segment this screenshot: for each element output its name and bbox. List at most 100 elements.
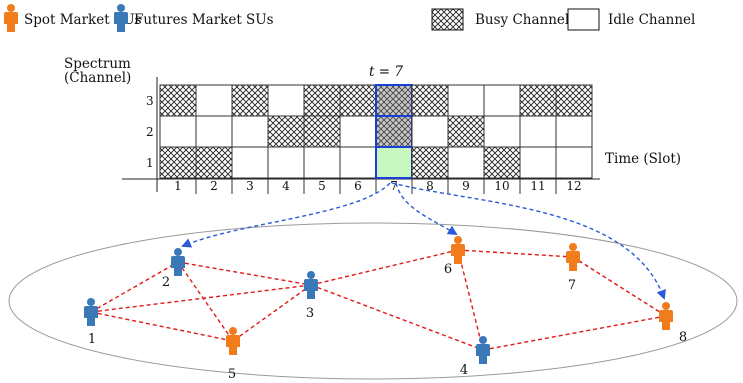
node-label-7: 7 <box>568 278 576 293</box>
cell-ch2-slot5 <box>303 115 341 148</box>
cell-ch2-slot10 <box>483 115 521 148</box>
legend-idle-label: Idle Channel <box>608 12 695 28</box>
slot-tick-1: 1 <box>174 179 182 193</box>
cell-ch3-slot5 <box>303 84 341 117</box>
legend-busy-label: Busy Channel <box>475 12 569 28</box>
node-label-5: 5 <box>228 367 236 382</box>
slot-tick-2: 2 <box>210 179 218 193</box>
slot-tick-10: 10 <box>494 179 509 193</box>
allocation-arrow-to-8 <box>391 182 666 300</box>
spot-su-icon-5 <box>226 327 240 355</box>
cell-ch3-slot12 <box>555 84 593 117</box>
channel-slot-grid <box>159 84 593 179</box>
slot-tick-4: 4 <box>282 179 290 193</box>
link-3-5 <box>232 284 312 342</box>
cell-ch3-slot8 <box>411 84 449 117</box>
node-label-4: 4 <box>460 363 468 378</box>
legend-spot-label: Spot Market SUs <box>24 12 142 28</box>
su-node-5 <box>226 327 240 355</box>
cell-ch3-slot4 <box>267 84 305 117</box>
cell-ch3-slot2 <box>195 84 233 117</box>
su-node-8 <box>659 302 673 330</box>
idle-channel-swatch <box>567 8 600 31</box>
y-axis-label-line1: Spectrum <box>64 56 131 72</box>
cell-ch1-slot5 <box>303 146 341 179</box>
link-7-8 <box>572 256 667 317</box>
network-boundary <box>8 222 738 380</box>
allocation-arrow-to-6 <box>395 182 458 236</box>
su-node-2 <box>171 248 185 276</box>
cell-ch3-slot1 <box>159 84 197 117</box>
su-node-7 <box>566 243 580 271</box>
slot-tick-5: 5 <box>318 179 326 193</box>
cell-ch1-slot6 <box>339 146 377 179</box>
cell-ch1-slot3 <box>231 146 269 179</box>
cell-ch1-slot9 <box>447 146 485 179</box>
cell-ch2-slot9 <box>447 115 485 148</box>
cell-ch1-slot12 <box>555 146 593 179</box>
slot-tick-8: 8 <box>426 179 434 193</box>
cell-ch2-slot2 <box>195 115 233 148</box>
slot-tick-9: 9 <box>462 179 470 193</box>
link-6-7 <box>457 249 574 258</box>
cell-ch1-slot11 <box>519 146 557 179</box>
spot-su-icon-6 <box>451 236 465 264</box>
cell-ch2-slot8 <box>411 115 449 148</box>
node-label-3: 3 <box>306 306 314 321</box>
time-marker-label: t = 7 <box>369 64 403 80</box>
cell-ch2-slot3 <box>231 115 269 148</box>
slot-tick-6: 6 <box>354 179 362 193</box>
link-1-5 <box>90 311 234 342</box>
cell-ch2-slot6 <box>339 115 377 148</box>
channel-tick-2: 2 <box>146 125 154 139</box>
node-label-8: 8 <box>679 330 687 345</box>
slot-tick-7: 7 <box>390 179 398 193</box>
cell-ch3-slot7 <box>375 84 413 117</box>
cell-ch1-slot7 <box>375 146 413 179</box>
su-node-1 <box>84 298 98 326</box>
cell-ch3-slot6 <box>339 84 377 117</box>
cell-ch1-slot4 <box>267 146 305 179</box>
x-axis-label: Time (Slot) <box>605 151 681 167</box>
cell-ch1-slot8 <box>411 146 449 179</box>
link-4-6 <box>457 249 484 351</box>
su-nodes: 1 2 3 4 5 6 7 8 <box>84 236 687 382</box>
allocation-arrows <box>181 182 666 300</box>
node-label-1: 1 <box>88 332 96 347</box>
cell-ch2-slot7 <box>375 115 413 148</box>
slot-tick-11: 11 <box>530 179 545 193</box>
link-2-5 <box>177 261 234 342</box>
cell-ch3-slot9 <box>447 84 485 117</box>
futures-su-icon-4 <box>476 336 490 364</box>
spot-su-icon-7 <box>566 243 580 271</box>
legend-futures-label: Futures Market SUs <box>134 12 274 28</box>
y-axis-label-line2: (Channel) <box>64 70 131 86</box>
su-node-3 <box>304 271 318 299</box>
legend: Spot Market SUs Futures Market SUs Busy … <box>4 4 695 32</box>
slot-tick-3: 3 <box>246 179 254 193</box>
cell-ch1-slot2 <box>195 146 233 179</box>
busy-channel-swatch <box>431 8 464 31</box>
su-node-6 <box>451 236 465 264</box>
futures-su-icon-3 <box>304 271 318 299</box>
cell-ch3-slot11 <box>519 84 557 117</box>
link-4-8 <box>482 315 667 351</box>
futures-su-icon-2 <box>171 248 185 276</box>
link-2-3 <box>177 261 312 286</box>
cell-ch1-slot10 <box>483 146 521 179</box>
su-node-4 <box>476 336 490 364</box>
allocation-arrow-to-2 <box>181 182 391 248</box>
link-1-2 <box>90 261 179 313</box>
cell-ch3-slot3 <box>231 84 269 117</box>
channel-tick-1: 1 <box>146 156 154 170</box>
node-label-2: 2 <box>162 275 170 290</box>
cell-ch3-slot10 <box>483 84 521 117</box>
spot-su-legend-icon <box>4 4 18 32</box>
cell-ch2-slot4 <box>267 115 305 148</box>
futures-su-icon-1 <box>84 298 98 326</box>
link-3-4 <box>310 284 484 351</box>
cell-ch2-slot1 <box>159 115 197 148</box>
node-label-6: 6 <box>444 262 452 277</box>
